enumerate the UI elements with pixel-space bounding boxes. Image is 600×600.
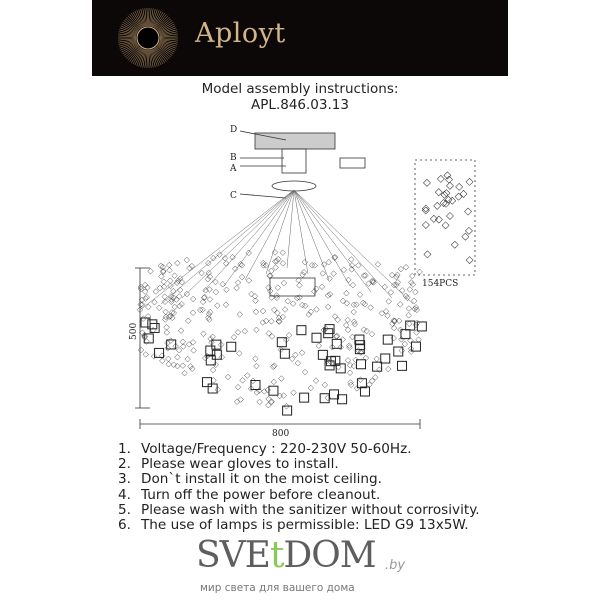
instruction-item: 6.The use of lamps is permissible: LED G… [118, 517, 469, 534]
title-line: Model assembly instructions: [201, 81, 399, 97]
width-dimension: 800 [272, 429, 289, 438]
watermark-tagline: мир света для вашего дома [200, 582, 355, 594]
height-dimension: 500 [129, 323, 139, 340]
label-b: B [230, 153, 237, 163]
sunburst-logo-icon [118, 8, 178, 68]
canopy [281, 148, 307, 174]
chandelier-diagram: D B A C 154PCS 500 800 [129, 125, 476, 438]
pieces-count: 154PCS [422, 279, 458, 289]
label-c: C [230, 191, 237, 201]
page-title: Model assembly instructions: APL.846.03.… [0, 81, 600, 113]
watermark-domain: .by [385, 558, 406, 573]
model-number: APL.846.03.13 [251, 97, 349, 113]
mount-ring [271, 180, 317, 192]
instruction-item: 1.Voltage/Frequency : 220-230V 50-60Hz. [118, 441, 412, 457]
instruction-item: 2.Please wear gloves to install. [118, 456, 339, 473]
instructions-list: 1.Voltage/Frequency : 220-230V 50-60Hz.2… [118, 441, 480, 534]
instruction-item: 3.Don`t install it on the moist ceiling. [118, 471, 382, 488]
instruction-item: 4.Turn off the power before cleanout. [118, 486, 381, 503]
brand-banner: Aployt [92, 0, 508, 76]
ceiling-plate [254, 132, 336, 150]
brand-name: Aployt [195, 18, 286, 49]
instruction-item: 5.Please wash with the sanitizer without… [118, 501, 480, 518]
watermark-logo: SVEtDOM [196, 535, 377, 576]
label-d: D [230, 125, 237, 135]
label-a: A [229, 164, 237, 174]
